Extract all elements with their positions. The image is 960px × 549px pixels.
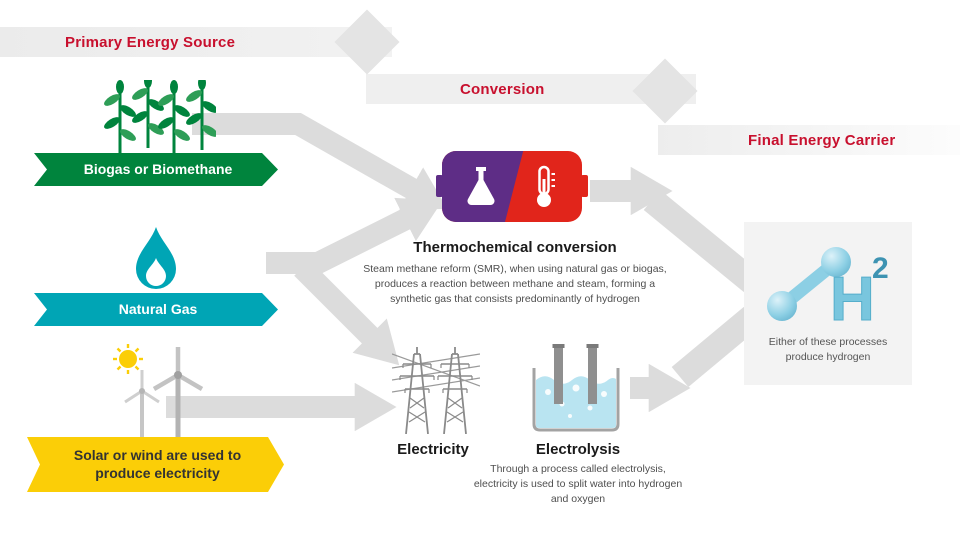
thermometer-icon — [514, 151, 572, 222]
flame-icon — [136, 227, 176, 289]
plant-stem — [104, 80, 140, 154]
band-thermochemical-to-hydrogen — [643, 189, 761, 293]
thermochemical-description: Steam methane reform (SMR), when using n… — [363, 263, 667, 306]
h2-superscript: 2 — [872, 252, 889, 285]
flask-and-thermometer-icon — [436, 151, 588, 222]
solar-wind-banner: Solar or wind are used to produce electr… — [27, 437, 284, 492]
biogas-banner-label: Biogas or Biomethane — [83, 160, 233, 177]
electrolysis-tank-icon — [532, 344, 620, 432]
hydrogen-atom — [767, 291, 797, 321]
thermo-reactor-body — [442, 151, 582, 222]
electrolysis-title: Electrolysis — [535, 441, 621, 458]
thermo-right-tab — [581, 175, 588, 197]
biogas-banner: Biogas or Biomethane — [34, 153, 278, 186]
final-carrier-caption: Either of these processes produce hydrog… — [768, 336, 888, 363]
solar-wind-banner-label: Solar or wind are used to produce electr… — [73, 447, 242, 481]
electrolysis-description: Through a process called electrolysis, e… — [473, 463, 683, 506]
wind-turbine-back-icon — [124, 370, 160, 437]
stage-title-conversion: Conversion — [460, 81, 545, 98]
hydrogen-atom — [821, 247, 851, 277]
arrow-biogas-to-thermochemical — [192, 113, 448, 210]
band-electrolysis-to-hydrogen — [671, 307, 761, 387]
plants-icon — [104, 80, 216, 154]
flask-icon — [452, 151, 510, 222]
power-lines-icon — [392, 346, 480, 434]
natural-gas-banner-label: Natural Gas — [118, 300, 198, 317]
arrow-naturalgas-to-electricity — [294, 260, 400, 366]
electricity-label: Electricity — [397, 441, 469, 458]
wind-turbines-sun-icon — [113, 344, 204, 437]
h2-symbol: H — [830, 265, 875, 332]
stage-title-primary-energy-source: Primary Energy Source — [65, 34, 236, 51]
water — [536, 376, 616, 428]
wind-turbine-front-icon — [152, 347, 204, 437]
stage-banner-primary — [0, 27, 392, 57]
thermo-left-tab — [436, 175, 443, 197]
final-carrier-card: H 2 Either of these processes produce hy… — [744, 222, 912, 385]
plant-stem — [154, 80, 194, 154]
h2-molecule-icon: H 2 — [767, 247, 889, 332]
stage-banner-final — [658, 125, 960, 155]
thermochemical-title: Thermochemical conversion — [413, 239, 617, 256]
arrow-naturalgas-to-thermochemical — [266, 197, 443, 274]
sun-icon — [113, 344, 143, 374]
electrodes — [552, 344, 599, 404]
stage-title-final-energy-carrier: Final Energy Carrier — [748, 132, 896, 149]
pylon-tower — [399, 346, 435, 434]
natural-gas-banner: Natural Gas — [34, 293, 278, 326]
power-wires — [392, 353, 480, 393]
